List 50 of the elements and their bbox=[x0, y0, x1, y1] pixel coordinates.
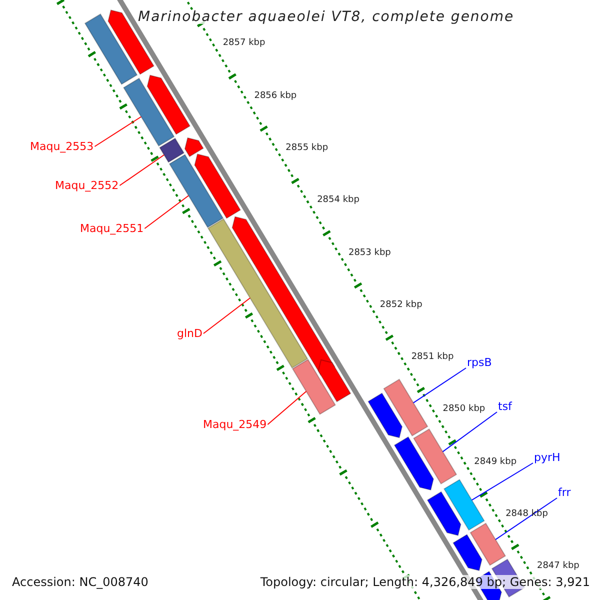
gene-label: pyrH bbox=[534, 452, 560, 463]
gene-block bbox=[194, 154, 242, 219]
footer-text: Topology: circular; Length: 4,326,849 bp; Genes: 3,921 bbox=[258, 575, 592, 589]
leader-line bbox=[119, 154, 165, 186]
gene-bar bbox=[383, 378, 428, 436]
leader-line bbox=[202, 298, 251, 334]
scale-label: 2856 kbp bbox=[254, 92, 297, 101]
scale-label: 2851 kbp bbox=[411, 353, 454, 362]
scale-label: 2853 kbp bbox=[348, 248, 391, 258]
gene-block bbox=[368, 392, 403, 438]
gene-label: rpsB bbox=[467, 357, 492, 368]
scale-label: 2857 kbp bbox=[222, 39, 266, 48]
gene-label: Maqu_2553 bbox=[30, 141, 94, 152]
leader-line bbox=[412, 368, 466, 404]
gene-bar bbox=[168, 154, 224, 228]
gene-bar bbox=[122, 78, 175, 147]
gene-block bbox=[318, 359, 352, 402]
gene-block bbox=[426, 491, 462, 536]
gene-label: Maqu_2551 bbox=[80, 223, 144, 234]
scale-label: 2850 kbp bbox=[442, 405, 486, 414]
gene-bar bbox=[84, 13, 138, 85]
gene-bar bbox=[413, 428, 458, 484]
gene-label: Maqu_2549 bbox=[203, 419, 267, 430]
scale-label: 2847 kbp bbox=[536, 562, 580, 572]
gene-block bbox=[452, 534, 482, 572]
gene-label: frr bbox=[558, 487, 571, 498]
gene-label: Maqu_2552 bbox=[55, 180, 119, 191]
leader-line bbox=[267, 390, 307, 425]
gene-bar bbox=[159, 138, 185, 163]
scale-label: 2854 kbp bbox=[317, 196, 360, 206]
footer-text: Accession: NC_008740 bbox=[10, 575, 150, 589]
leader-line bbox=[495, 498, 558, 540]
scale-label: 2852 kbp bbox=[380, 300, 422, 310]
leader-line bbox=[442, 412, 498, 452]
gene-bar bbox=[292, 358, 336, 415]
scale-label: 2848 kbp bbox=[506, 510, 548, 519]
gene-block bbox=[184, 137, 204, 158]
gene-label: glnD bbox=[177, 328, 202, 339]
gene-bar bbox=[443, 478, 485, 531]
leader-line bbox=[144, 195, 190, 229]
scale-label: 2849 kbp bbox=[474, 458, 517, 467]
title: Marinobacter aquaeolei VT8, complete genome bbox=[138, 10, 514, 24]
gene-bar bbox=[470, 522, 506, 566]
gene-label: tsf bbox=[498, 401, 512, 412]
leader-line bbox=[471, 462, 534, 501]
scale-label: 2855 kbp bbox=[286, 144, 328, 154]
gene-block bbox=[394, 436, 434, 491]
leader-line bbox=[94, 116, 142, 147]
gene-bar bbox=[207, 218, 308, 369]
gene-block bbox=[146, 74, 191, 135]
